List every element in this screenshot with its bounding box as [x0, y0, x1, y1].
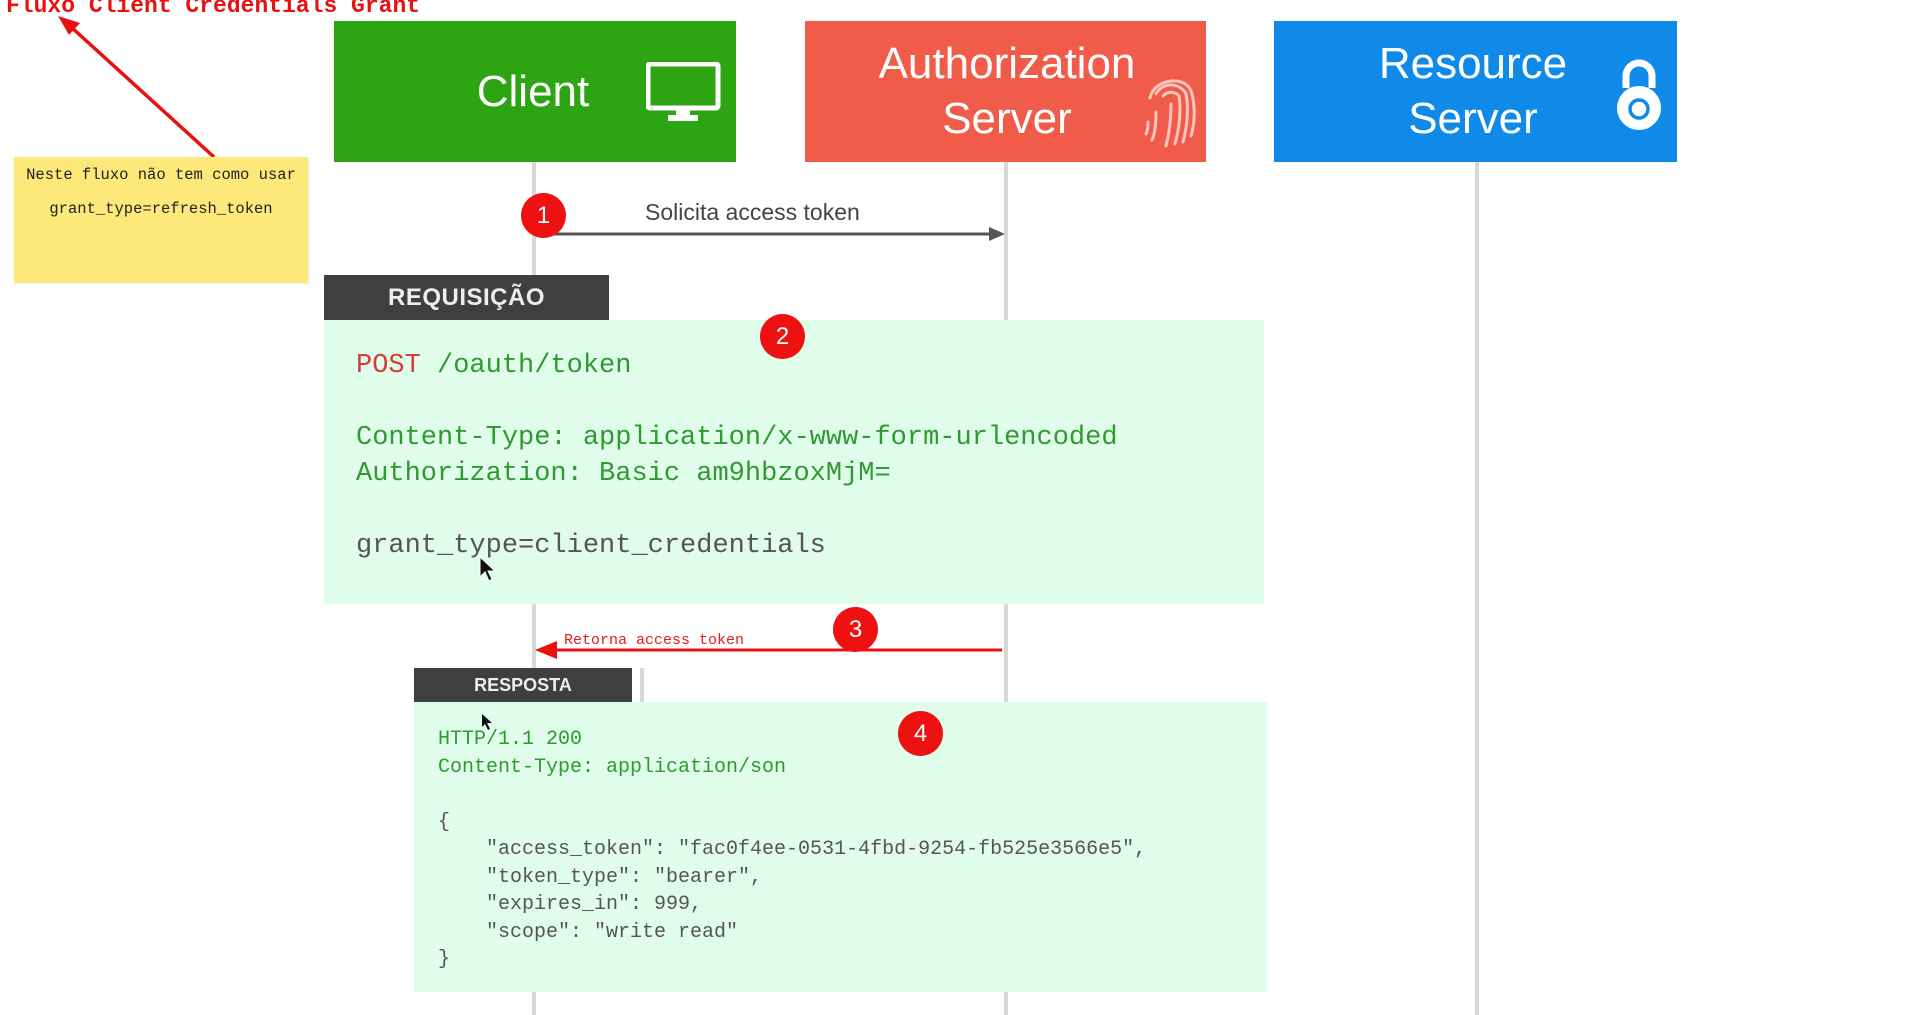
mouse-cursor-icon	[482, 714, 492, 730]
step-4-badge: 4	[898, 711, 943, 756]
mouse-cursor-icon	[479, 555, 496, 582]
resource-server-label: Resource Server	[1378, 39, 1568, 143]
response-content-type: Content-Type: application/son	[438, 755, 787, 779]
step-1-badge: 1	[521, 193, 566, 238]
authorization-server-actor: Authorization Server	[805, 21, 1206, 162]
response-status: HTTP/1.1 200	[438, 728, 583, 751]
response-tab-divider	[640, 668, 644, 702]
authorization-server-label: Authorization Server	[878, 39, 1136, 143]
json-access-token: "access_token": "fac0f4ee-0531-4fbd-9254…	[438, 838, 1147, 861]
client-label: Client	[476, 67, 590, 116]
response-arrow	[535, 641, 1002, 659]
response-message-label: Retorna access token	[564, 632, 745, 649]
http-method: POST	[356, 351, 421, 381]
request-panel: POST /oauth/token Content-Type: applicat…	[324, 320, 1264, 604]
response-tab: RESPOSTA	[414, 668, 632, 702]
response-panel: HTTP/1.1 200 Content-Type: application/s…	[414, 702, 1267, 992]
json-token-type: "token_type": "bearer",	[438, 865, 763, 889]
response-code: HTTP/1.1 200 Content-Type: application/s…	[438, 726, 1146, 974]
client-actor: Client	[334, 21, 736, 162]
json-scope: "scope": "write read"	[438, 920, 739, 944]
request-arrow	[540, 227, 1005, 241]
note-line-2: grant_type=refresh_token	[49, 200, 273, 218]
sticky-note[interactable]: Neste fluxo não tem como usar grant_type…	[14, 157, 308, 283]
request-message-label: Solicita access token	[645, 199, 860, 225]
fingerprint-icon	[1144, 79, 1196, 148]
note-line-1: Neste fluxo não tem como usar	[26, 166, 296, 184]
request-code: POST /oauth/token Content-Type: applicat…	[356, 348, 1118, 564]
json-open-brace: {	[438, 810, 451, 834]
step-3-badge: 3	[833, 607, 878, 652]
request-tab: REQUISIÇÃO	[324, 275, 609, 320]
request-body: grant_type=client_credentials	[356, 531, 826, 561]
diagram-title: Fluxo Client Credentials Grant	[6, 0, 421, 19]
annotation-arrow	[58, 16, 216, 159]
resource-server-lifeline	[1475, 162, 1479, 1015]
request-header-content-type: Content-Type: application/x-www-form-url…	[356, 423, 1118, 453]
step-2-badge: 2	[760, 314, 805, 359]
request-header-authorization: Authorization: Basic am9hbzoxMjM=	[356, 459, 891, 489]
request-path: /oauth/token	[420, 351, 632, 381]
lock-icon	[1617, 59, 1661, 130]
monitor-icon	[646, 62, 721, 121]
json-close-brace: }	[438, 948, 451, 971]
json-expires-in: "expires_in": 999,	[438, 893, 703, 916]
resource-server-actor: Resource Server	[1274, 21, 1677, 162]
